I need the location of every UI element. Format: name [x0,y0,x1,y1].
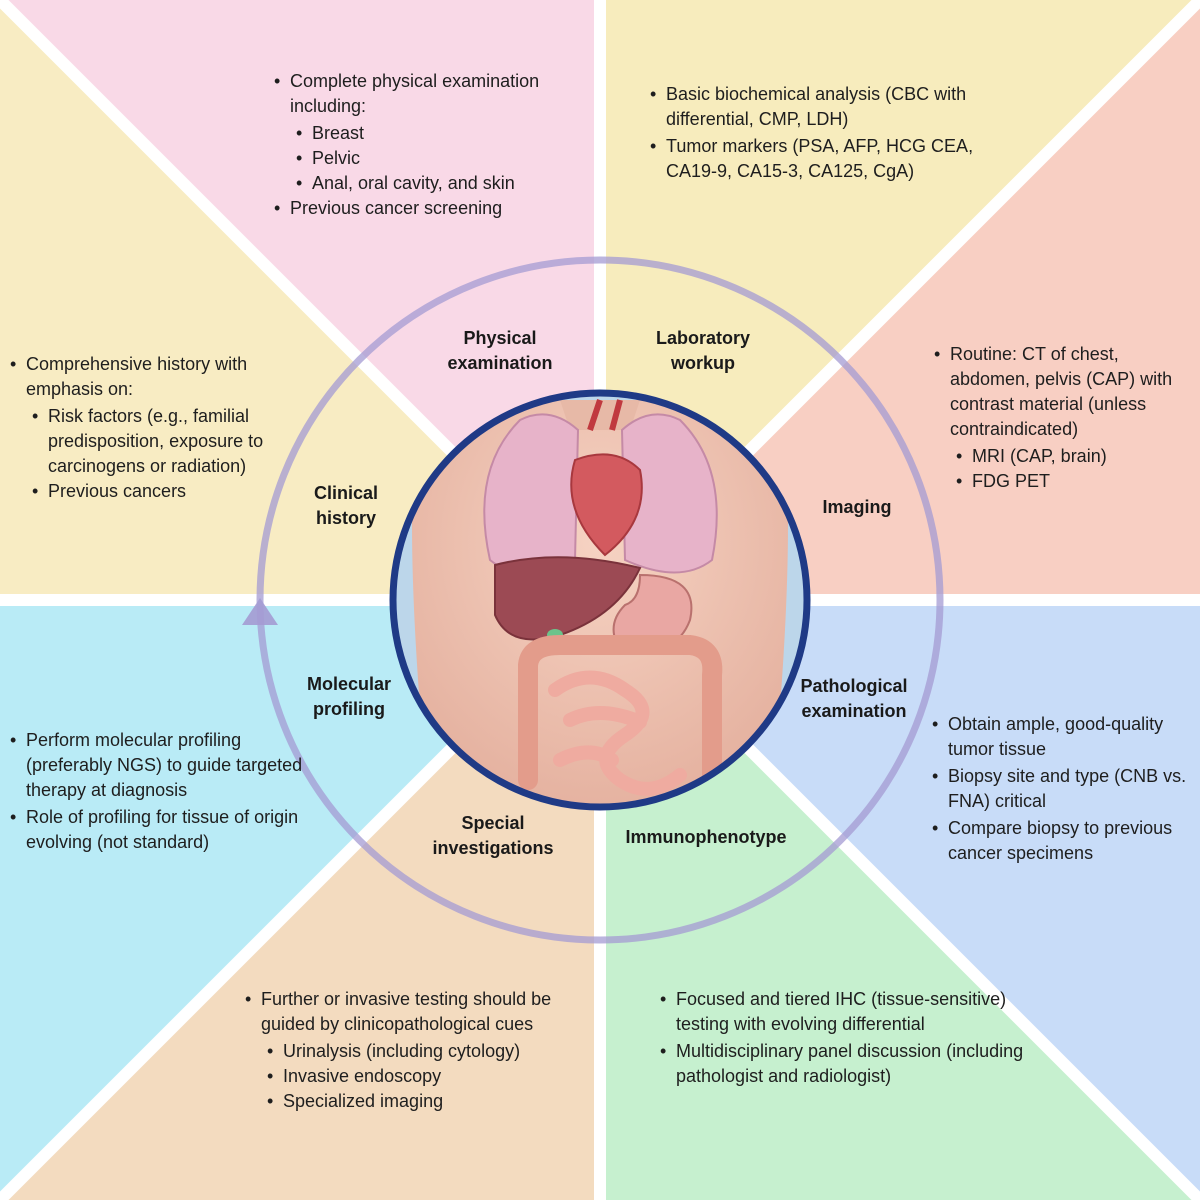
sub-bullet-item: FDG PET [932,469,1182,494]
label-pathological-examination: Pathological examination [800,676,908,721]
bullet-text: Basic biochemical analysis (CBC with dif… [666,84,967,129]
panel-clinical-history: Comprehensive history with emphasis on: R… [8,352,308,504]
sub-bullet-item: Invasive endoscopy [243,1064,603,1089]
panel-physical-examination: Complete physical examination including:… [272,69,552,223]
label-laboratory-workup: Laboratory workup [655,328,751,373]
sub-bullet-item: Breast [272,121,552,146]
bullet-text: Role of profiling for tissue of origin e… [26,807,299,852]
panel-imaging: Routine: CT of chest, abdomen, pelvis (C… [932,342,1182,494]
bullet-text: Previous cancer screening [290,198,503,218]
bullet-item: Role of profiling for tissue of origin e… [8,805,308,855]
bullet-item: Comprehensive history with emphasis on: [8,352,308,402]
bullet-text: Further or invasive testing should be gu… [261,989,552,1034]
bullet-text: Obtain ample, good-quality tumor tissue [948,714,1164,759]
bullet-item: Basic biochemical analysis (CBC with dif… [648,82,988,132]
bullet-item: Biopsy site and type (CNB vs. FNA) criti… [930,764,1190,814]
sub-bullet-item: Pelvic [272,146,552,171]
bullet-text: MRI (CAP, brain) [972,446,1107,466]
panel-special-investigations: Further or invasive testing should be gu… [243,987,603,1114]
bullet-item: Multidisciplinary panel discussion (incl… [658,1039,1038,1089]
bullet-text: Compare biopsy to previous cancer specim… [948,818,1173,863]
bullet-text: Urinalysis (including cytology) [283,1041,521,1061]
bullet-item: Further or invasive testing should be gu… [243,987,603,1037]
sub-bullet-item: MRI (CAP, brain) [932,444,1182,469]
bullet-text: FDG PET [972,471,1051,491]
bullet-text: Specialized imaging [283,1091,444,1111]
panel-pathological-examination: Obtain ample, good-quality tumor tissueB… [930,712,1190,868]
bullet-text: Complete physical examination including: [290,71,540,116]
bullet-text: Biopsy site and type (CNB vs. FNA) criti… [948,766,1187,811]
bullet-text: Invasive endoscopy [283,1066,442,1086]
sub-bullet-item: Specialized imaging [243,1089,603,1114]
torso-illustration [393,393,807,807]
bullet-text: Tumor markers (PSA, AFP, HCG CEA, CA19-9… [666,136,974,181]
bullet-item: Obtain ample, good-quality tumor tissue [930,712,1190,762]
bullet-text: Anal, oral cavity, and skin [312,173,515,193]
bullet-text: Routine: CT of chest, abdomen, pelvis (C… [950,344,1173,439]
bullet-item: Complete physical examination including: [272,69,552,119]
bullet-text: Breast [312,123,365,143]
panel-laboratory-workup: Basic biochemical analysis (CBC with dif… [648,82,988,186]
bullet-text: Comprehensive history with emphasis on: [26,354,248,399]
bullet-text: Multidisciplinary panel discussion (incl… [676,1041,1024,1086]
label-molecular-profiling: Molecular profiling [306,674,392,719]
bullet-item: Routine: CT of chest, abdomen, pelvis (C… [932,342,1182,442]
label-special-investigations: Special investigations [432,813,554,858]
label-immunophenotype: Immunophenotype [625,827,787,847]
sub-bullet-item: Previous cancers [8,479,308,504]
bullet-text: Focused and tiered IHC (tissue-sensitive… [676,989,1007,1034]
bullet-item: Perform molecular profiling (preferably … [8,728,308,803]
bullet-text: Perform molecular profiling (preferably … [26,730,303,800]
label-clinical-history: Clinical history [313,483,379,528]
bullet-item: Compare biopsy to previous cancer specim… [930,816,1190,866]
bullet-item: Tumor markers (PSA, AFP, HCG CEA, CA19-9… [648,134,988,184]
sub-bullet-item: Risk factors (e.g., familial predisposit… [8,404,308,479]
label-physical-examination: Physical examination [447,328,553,373]
sub-bullet-item: Urinalysis (including cytology) [243,1039,603,1064]
panel-immunophenotype: Focused and tiered IHC (tissue-sensitive… [658,987,1038,1091]
bullet-item: Focused and tiered IHC (tissue-sensitive… [658,987,1038,1037]
cycle-arrow-icon [242,598,278,625]
bullet-text: Pelvic [312,148,361,168]
bullet-item: Previous cancer screening [272,196,552,221]
label-imaging: Imaging [822,497,892,517]
bullet-text: Risk factors (e.g., familial predisposit… [48,406,264,476]
bullet-text: Previous cancers [48,481,187,501]
panel-molecular-profiling: Perform molecular profiling (preferably … [8,728,308,857]
sub-bullet-item: Anal, oral cavity, and skin [272,171,552,196]
torso-circle-border [389,389,811,811]
